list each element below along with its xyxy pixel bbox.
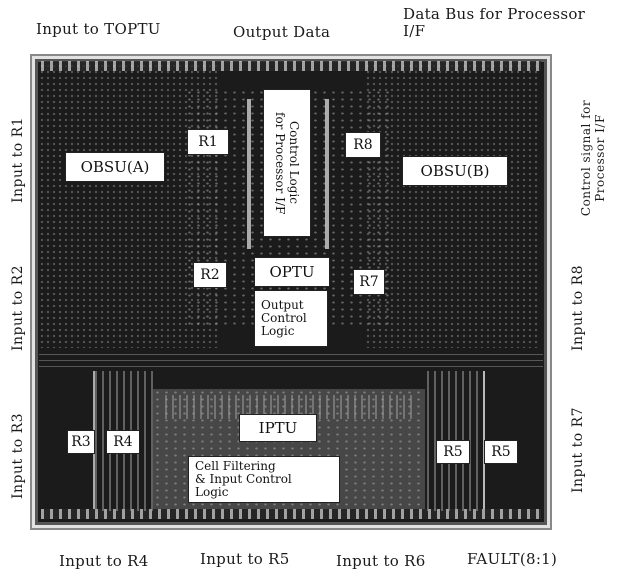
label-input-to-r5: Input to R5 [200,550,290,568]
label-input-to-r7: Input to R7 [570,406,586,494]
block-r6: R5 [484,440,518,464]
block-obsu-a: OBSU(A) [65,152,165,182]
label-input-to-r1: Input to R1 [10,116,26,204]
block-r2: R2 [193,262,227,288]
label-input-to-r2: Input to R2 [10,264,26,352]
label-input-to-r4: Input to R4 [59,552,149,570]
label-output-data: Output Data [233,23,331,41]
texture-bottom-pad-row [41,509,541,519]
label-fault: FAULT(8:1) [467,550,558,568]
label-input-to-r6: Input to R6 [336,552,426,570]
label-control-signal-processor-if: Control signal for Processor I/F [579,99,607,217]
divider-right [325,99,329,249]
block-r8: R8 [345,132,381,158]
block-r4: R4 [106,430,140,454]
label-input-to-r3: Input to R3 [10,412,26,500]
block-optu: OPTU [254,257,330,287]
block-output-control-logic: Output Control Logic [254,290,328,347]
block-r1: R1 [187,129,229,155]
block-iptu: IPTU [239,414,317,442]
texture-mid-bus [39,351,543,367]
chip-die: R1 R8 OBSU(A) OBSU(B) Control Logic for … [32,56,550,528]
label-input-to-r8: Input to R8 [570,264,586,352]
divider-left [247,99,251,249]
block-r7: R7 [353,269,385,295]
label-data-bus-processor-if: Data Bus for Processor I/F [403,5,586,40]
control-logic-text: Control Logic for Processor I/F [273,111,301,215]
block-cell-filtering-input-control-logic: Cell Filtering & Input Control Logic [188,456,340,503]
texture-top-pad-row [41,61,541,71]
block-control-logic-processor-if: Control Logic for Processor I/F [263,89,311,237]
block-r5: R5 [436,440,470,464]
label-input-to-toptu: Input to TOPTU [36,20,161,38]
block-r3: R3 [67,430,95,454]
block-obsu-b: OBSU(B) [402,156,508,186]
